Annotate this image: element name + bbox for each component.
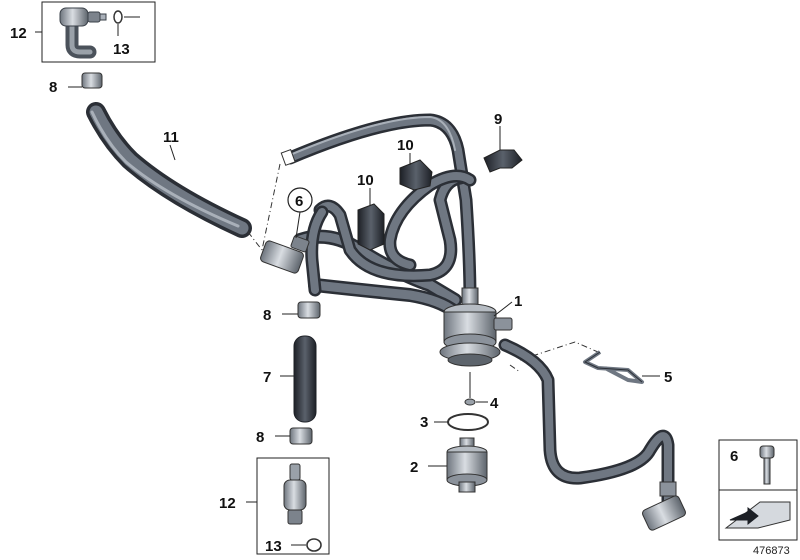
callout-8-bottom: 8 xyxy=(256,429,264,446)
inset-top-left: 13 12 xyxy=(10,1,156,63)
elbow-connector-top xyxy=(59,7,107,59)
inset-bottom: 13 12 xyxy=(219,457,330,555)
hose-clamp-top: 8 xyxy=(49,72,103,96)
callout-12-bottom: 12 xyxy=(219,495,236,512)
hose-network xyxy=(293,169,675,507)
callout-12-top: 12 xyxy=(10,25,27,42)
end-connector-right xyxy=(642,481,686,531)
fuel-pressure-regulator-2: 2 xyxy=(410,437,488,493)
inset-frame-top xyxy=(41,1,156,63)
hose-7: 7 xyxy=(263,335,317,423)
callout-6: 6 xyxy=(295,193,303,210)
washer-4: 4 xyxy=(464,372,499,412)
callout-10-lower: 10 xyxy=(357,172,374,189)
hose-clamp-10-upper: 10 xyxy=(397,137,433,191)
hose-clamp-9: 9 xyxy=(483,111,523,173)
callout-13-bottom: 13 xyxy=(265,538,282,555)
callout-1: 1 xyxy=(514,293,522,310)
hose-clamp-middle: 8 xyxy=(263,301,321,324)
callout-4: 4 xyxy=(490,395,499,412)
o-ring-top xyxy=(113,10,123,24)
o-ring-3: 3 xyxy=(420,413,489,431)
callout-8-middle: 8 xyxy=(263,307,271,324)
callout-11: 11 xyxy=(163,129,179,146)
callout-3: 3 xyxy=(420,414,428,431)
hose-11: 11 xyxy=(86,102,252,238)
legend-panel: 6 476873 xyxy=(718,439,798,557)
callout-9: 9 xyxy=(494,111,502,128)
bolt-icon xyxy=(759,445,775,485)
o-ring-bottom xyxy=(306,538,322,552)
plate-arrow-icon xyxy=(724,501,791,529)
straight-connector-bottom xyxy=(283,463,307,525)
quick-connector-6: 6 xyxy=(260,187,313,274)
callout-8-top: 8 xyxy=(49,79,57,96)
callout-2: 2 xyxy=(410,459,418,476)
hose-clamp-10-lower: 10 xyxy=(357,172,385,251)
assembly-lines xyxy=(247,163,599,373)
hose-upper-loop xyxy=(280,113,477,307)
callout-5: 5 xyxy=(664,369,672,386)
callout-13-top: 13 xyxy=(113,41,130,58)
retaining-wire-5: 5 xyxy=(583,350,672,386)
callout-10-upper: 10 xyxy=(397,137,414,154)
figure-number: 476873 xyxy=(753,545,790,557)
hose-clamp-bottom: 8 xyxy=(256,427,313,446)
callout-7: 7 xyxy=(263,369,271,386)
pressure-regulator-1: 1 xyxy=(439,287,522,367)
legend-6-label: 6 xyxy=(730,448,738,465)
